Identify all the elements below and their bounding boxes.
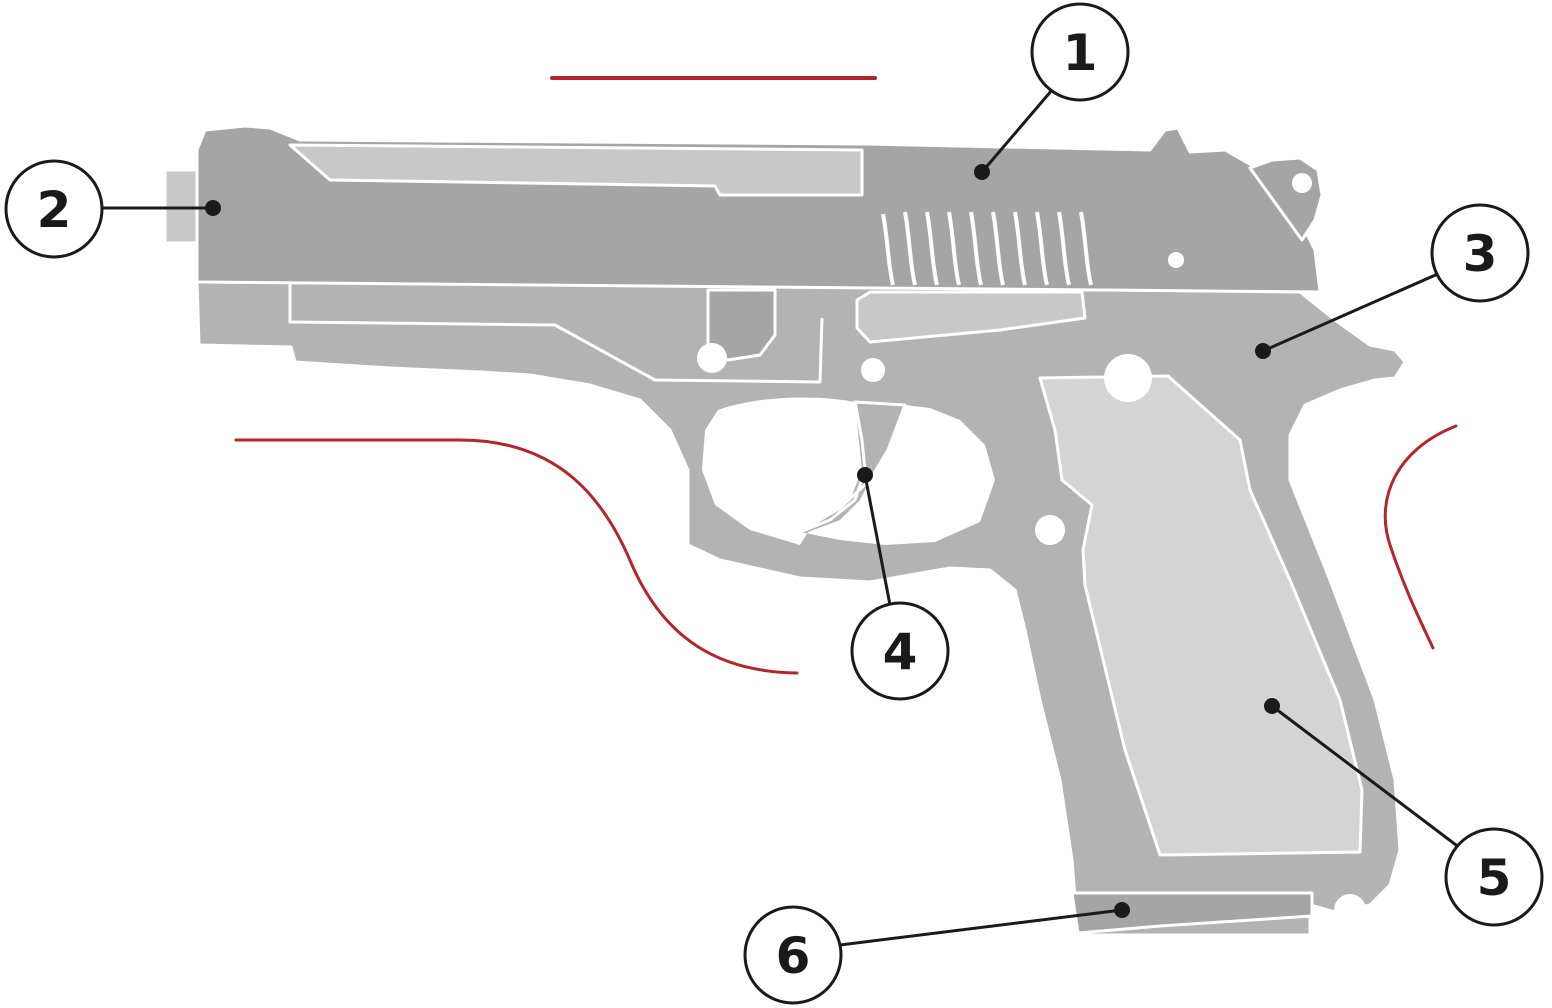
leader-3: [1262, 271, 1441, 353]
hammer-hole: [1292, 173, 1312, 193]
slide-stop-panel: [855, 290, 1087, 344]
callouts: 1 2 3 4 5 6: [4, 2, 1544, 1005]
callout-label: 4: [883, 623, 918, 681]
callout-label: 2: [37, 181, 72, 239]
dot-3: [1255, 343, 1271, 359]
slide-pin: [1168, 252, 1184, 268]
pistol: [163, 124, 1407, 937]
leader-6: [839, 908, 1123, 947]
grip-screw: [1104, 354, 1152, 402]
callout-barrel: 2: [4, 159, 104, 259]
callout-label: 1: [1063, 24, 1098, 82]
callout-grip: 5: [1444, 827, 1544, 927]
frame-pin-1: [861, 358, 885, 382]
leader-4: [863, 474, 892, 606]
leader-1: [980, 89, 1054, 173]
frame-pin-2: [1035, 515, 1065, 545]
motion-lines: [234, 76, 1458, 675]
lanyard-ring: [1334, 894, 1366, 926]
motion-line-left-curve: [234, 438, 799, 675]
callout-frame: 3: [1430, 203, 1530, 303]
callout-trigger: 4: [850, 601, 950, 701]
callout-label: 6: [776, 927, 811, 985]
slide-serrations: [881, 211, 1093, 286]
callout-magazine: 6: [743, 905, 843, 1005]
frame-rail-line: [288, 282, 824, 384]
dot-1: [974, 164, 990, 180]
callout-slide: 1: [1030, 2, 1130, 102]
motion-line-right-curve: [1383, 424, 1458, 650]
leader-lines: [100, 89, 1461, 947]
slide-top-channel: [288, 143, 864, 197]
trigger-guard-opening: [702, 397, 995, 545]
dot-4: [857, 467, 873, 483]
dot-2: [205, 200, 221, 216]
grip-panel: [1038, 374, 1364, 857]
takedown-button: [697, 343, 727, 373]
leader-dots: [205, 164, 1280, 918]
leader-5: [1271, 704, 1461, 850]
dot-5: [1264, 698, 1280, 714]
callout-label: 5: [1477, 849, 1512, 907]
callout-label: 3: [1463, 225, 1498, 283]
magazine-base: [1070, 891, 1314, 935]
dot-6: [1114, 902, 1130, 918]
trigger-shape: [798, 400, 907, 534]
